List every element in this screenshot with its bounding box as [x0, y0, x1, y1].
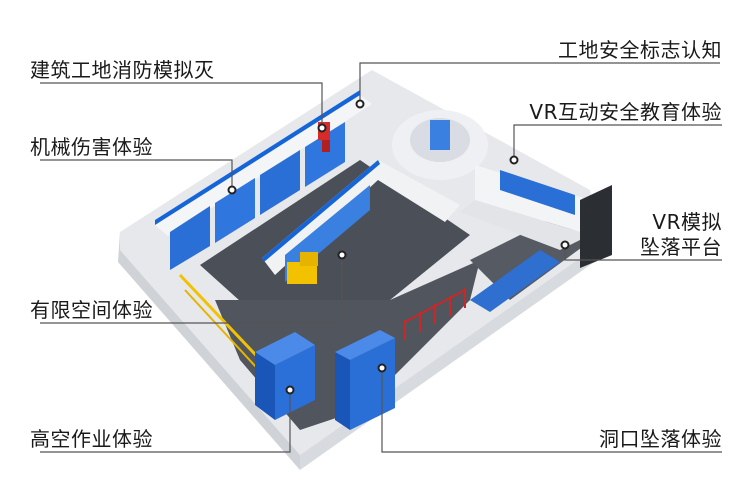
- leader-dots: [227, 99, 570, 395]
- scaffold-front: [275, 345, 315, 420]
- vr-room-screen: [500, 170, 575, 215]
- label-safety-signs: 工地安全标志认知: [558, 38, 722, 62]
- wall-panels: [170, 122, 345, 270]
- center-wall: [262, 160, 460, 275]
- right-corridor: [580, 185, 612, 268]
- fire-equipment-2: [322, 140, 330, 152]
- scaffold-top: [255, 332, 315, 365]
- yellow-equipment-2: [300, 252, 318, 266]
- yellow-railing-2: [184, 289, 269, 381]
- leader-lines: [40, 62, 722, 453]
- tower-top: [335, 330, 395, 360]
- tower-side: [335, 352, 350, 430]
- label-vr-fall-line2: 坠落平台: [640, 235, 722, 259]
- label-fire-drill: 建筑工地消防模拟灭: [30, 58, 215, 82]
- platform-side: [118, 232, 300, 470]
- round-room-screen: [430, 120, 450, 150]
- scaffold-side: [255, 352, 275, 420]
- barrier-posts: [404, 288, 466, 340]
- label-hole-fall: 洞口坠落体验: [599, 427, 722, 451]
- vr-room-floor: [460, 200, 590, 250]
- label-confined-space: 有限空间体验: [30, 298, 153, 322]
- center-wall-stripe: [262, 160, 380, 262]
- label-machinery: 机械伤害体验: [30, 135, 153, 159]
- label-high-altitude: 高空作业体验: [30, 427, 153, 451]
- tower-front: [350, 338, 395, 430]
- back-wall-left: [155, 95, 372, 236]
- back-wall-left-top: [155, 90, 360, 225]
- label-vr-fall-line1: VR模拟: [652, 210, 722, 234]
- yellow-equipment: [287, 262, 317, 284]
- label-vr-education: VR互动安全教育体验: [529, 100, 722, 124]
- blue-ramp: [470, 250, 560, 312]
